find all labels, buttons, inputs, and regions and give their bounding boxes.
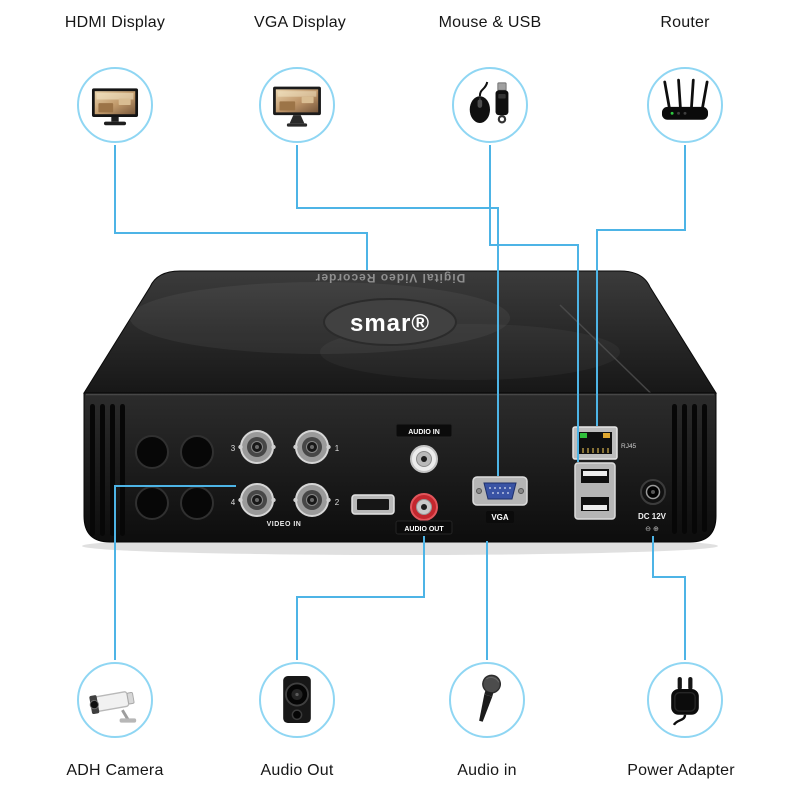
dc-polarity-icon: ⊖ ⊕ <box>645 526 659 533</box>
node-adh-camera <box>77 662 153 738</box>
dc-port-label: DC 12V <box>638 512 667 521</box>
bnc-connector <box>293 483 331 517</box>
device-rear-panel <box>83 392 717 543</box>
node-router <box>647 67 723 143</box>
bnc-video-inputs: 1 2 3 4 VIDEO IN <box>231 430 340 528</box>
power-adapter-icon <box>671 676 699 726</box>
dvr-device: Digital Video Recorder smar® <box>82 270 718 555</box>
bnc-connector <box>238 430 276 464</box>
left-vent-ribs <box>90 404 125 536</box>
node-audio-in <box>449 662 525 738</box>
label-mouse-usb: Mouse & USB <box>438 14 542 31</box>
hdmi-port <box>351 494 395 515</box>
label-router: Router <box>660 14 710 31</box>
adh-camera-icon <box>89 691 137 723</box>
vga-port: VGA <box>472 476 528 523</box>
microphone-icon <box>479 674 502 722</box>
rj45-pins <box>582 448 609 453</box>
audio-in-port: AUDIO IN <box>395 423 453 473</box>
right-vent-ribs <box>672 404 707 534</box>
bnc-number: 1 <box>335 444 340 453</box>
label-vga-display: VGA Display <box>253 14 347 31</box>
node-power-adapter <box>647 662 723 738</box>
bnc-number: 4 <box>231 498 236 507</box>
node-vga-display <box>259 67 335 143</box>
brand-logo: smar® <box>350 310 430 337</box>
node-hdmi-display <box>77 67 153 143</box>
label-hdmi-display: HDMI Display <box>64 14 166 31</box>
power-connection-line <box>652 536 686 660</box>
usb-connection-line <box>489 145 579 462</box>
mouse-usb-icon <box>469 81 509 124</box>
audio-out-connection-line <box>296 536 425 660</box>
device-top-text: Digital Video Recorder <box>315 271 465 285</box>
audio-out-port-label: AUDIO OUT <box>404 526 444 533</box>
router-connection-line <box>596 145 686 426</box>
dc-power-jack: DC 12V ⊖ ⊕ <box>638 479 667 533</box>
bnc-connector <box>238 483 276 517</box>
hdmi-connection-line <box>114 145 368 270</box>
vga-pins <box>489 487 511 494</box>
video-in-label: VIDEO IN <box>267 521 302 528</box>
audio-out-port: AUDIO OUT <box>395 493 453 535</box>
bnc-number: 3 <box>231 444 236 453</box>
speaker-icon <box>283 676 311 724</box>
label-audio-out: Audio Out <box>260 762 334 779</box>
vga-connection-line <box>296 145 499 476</box>
brand-oval <box>323 298 457 346</box>
label-power-adapter: Power Adapter <box>627 762 735 779</box>
rj45-port-label: RJ45 <box>621 443 637 450</box>
mouse-cable <box>478 81 489 97</box>
vga-port-label: VGA <box>491 513 509 522</box>
connection-lines <box>114 145 686 660</box>
label-audio-in: Audio in <box>457 762 517 779</box>
bnc-number: 2 <box>335 498 340 507</box>
router-icon <box>661 78 709 120</box>
node-mouse-usb <box>452 67 528 143</box>
hdmi-display-icon <box>91 88 139 126</box>
audio-in-port-label: AUDIO IN <box>408 429 440 436</box>
usb-ports <box>574 462 616 520</box>
vga-display-icon <box>273 86 321 127</box>
camera-connection-line <box>114 485 236 660</box>
rj45-port: RJ45 <box>572 426 637 460</box>
bnc-connector <box>293 430 331 464</box>
label-adh-camera: ADH Camera <box>66 762 164 779</box>
node-audio-out <box>259 662 335 738</box>
